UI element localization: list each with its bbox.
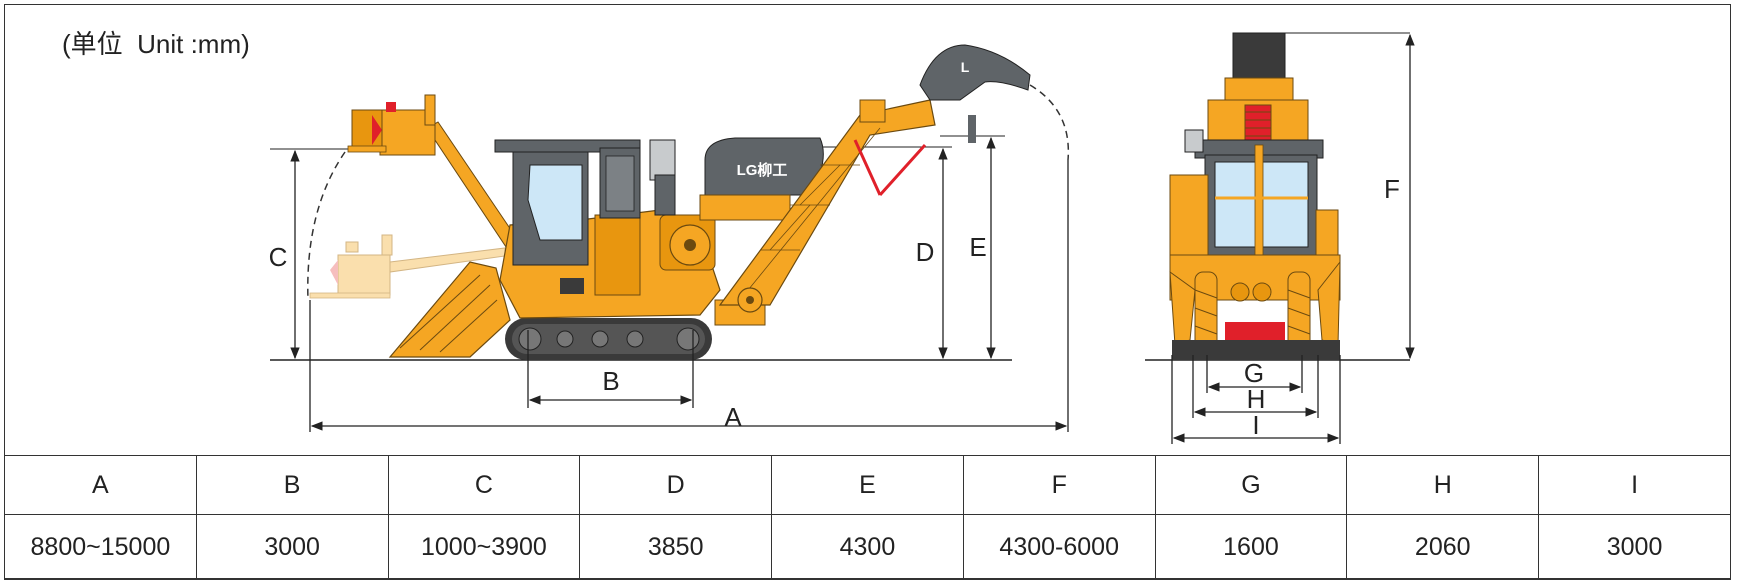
dimension-letters: C D E B A F G H I [262, 174, 1400, 440]
dimension-spec-table: A B C D E F G H I 8800~15000 3000 1000~3… [4, 455, 1731, 580]
dim-label-g: G [1244, 358, 1264, 388]
table-value-cell: 3000 [1538, 514, 1731, 580]
dimension-lines [290, 33, 1415, 444]
discharge-hood: L [919, 44, 1031, 101]
table-value-cell: 8800~15000 [4, 514, 197, 580]
dimension-diagram: LG柳工 L [262, 32, 1415, 444]
dim-label-b: B [602, 366, 619, 396]
topper-boom [347, 94, 531, 266]
dim-label-f: F [1384, 174, 1400, 204]
harvester-front-view [1145, 32, 1410, 361]
table-value-cell: 3850 [579, 514, 773, 580]
table-value-cell: 4300 [771, 514, 964, 580]
table-header-cell: F [962, 455, 1156, 515]
crop-divider [388, 261, 511, 358]
table-value-cell: 1600 [1154, 514, 1348, 580]
dim-label-a: A [724, 402, 742, 432]
harvester-side-view: LG柳工 L [270, 44, 1070, 361]
dim-label-h: H [1247, 384, 1266, 414]
table-value-cell: 4300-6000 [962, 514, 1156, 580]
table-header-cell: A [4, 455, 197, 515]
dim-label-d: D [916, 237, 935, 267]
table-header-cell: D [579, 455, 773, 515]
table-header-cell: B [195, 455, 389, 515]
dim-label-e: E [969, 232, 986, 262]
table-value-cell: 3000 [195, 514, 389, 580]
table-header-row: A B C D E F G H I [4, 455, 1731, 515]
table-header-cell: E [771, 455, 964, 515]
topper-lowered-ghost [309, 234, 506, 299]
table-header-cell: G [1154, 455, 1348, 515]
table-value-cell: 2060 [1346, 514, 1540, 580]
elevator-conveyor [718, 99, 976, 313]
svg-text:L: L [961, 59, 970, 75]
dim-label-c: C [269, 242, 288, 272]
unit-label: (单位 Unit :mm) [62, 29, 250, 59]
dim-label-i: I [1252, 410, 1259, 440]
machine-logo-text: LG柳工 [737, 161, 788, 179]
crawler-track [505, 318, 712, 360]
table-header-cell: H [1346, 455, 1540, 515]
table-header-cell: C [387, 455, 581, 515]
table-value-cell: 1000~3900 [387, 514, 581, 580]
operator-cab [494, 139, 676, 266]
table-value-row: 8800~15000 3000 1000~3900 3850 4300 4300… [4, 514, 1731, 580]
engine-hood: LG柳工 [699, 137, 824, 221]
table-header-cell: I [1538, 455, 1731, 515]
